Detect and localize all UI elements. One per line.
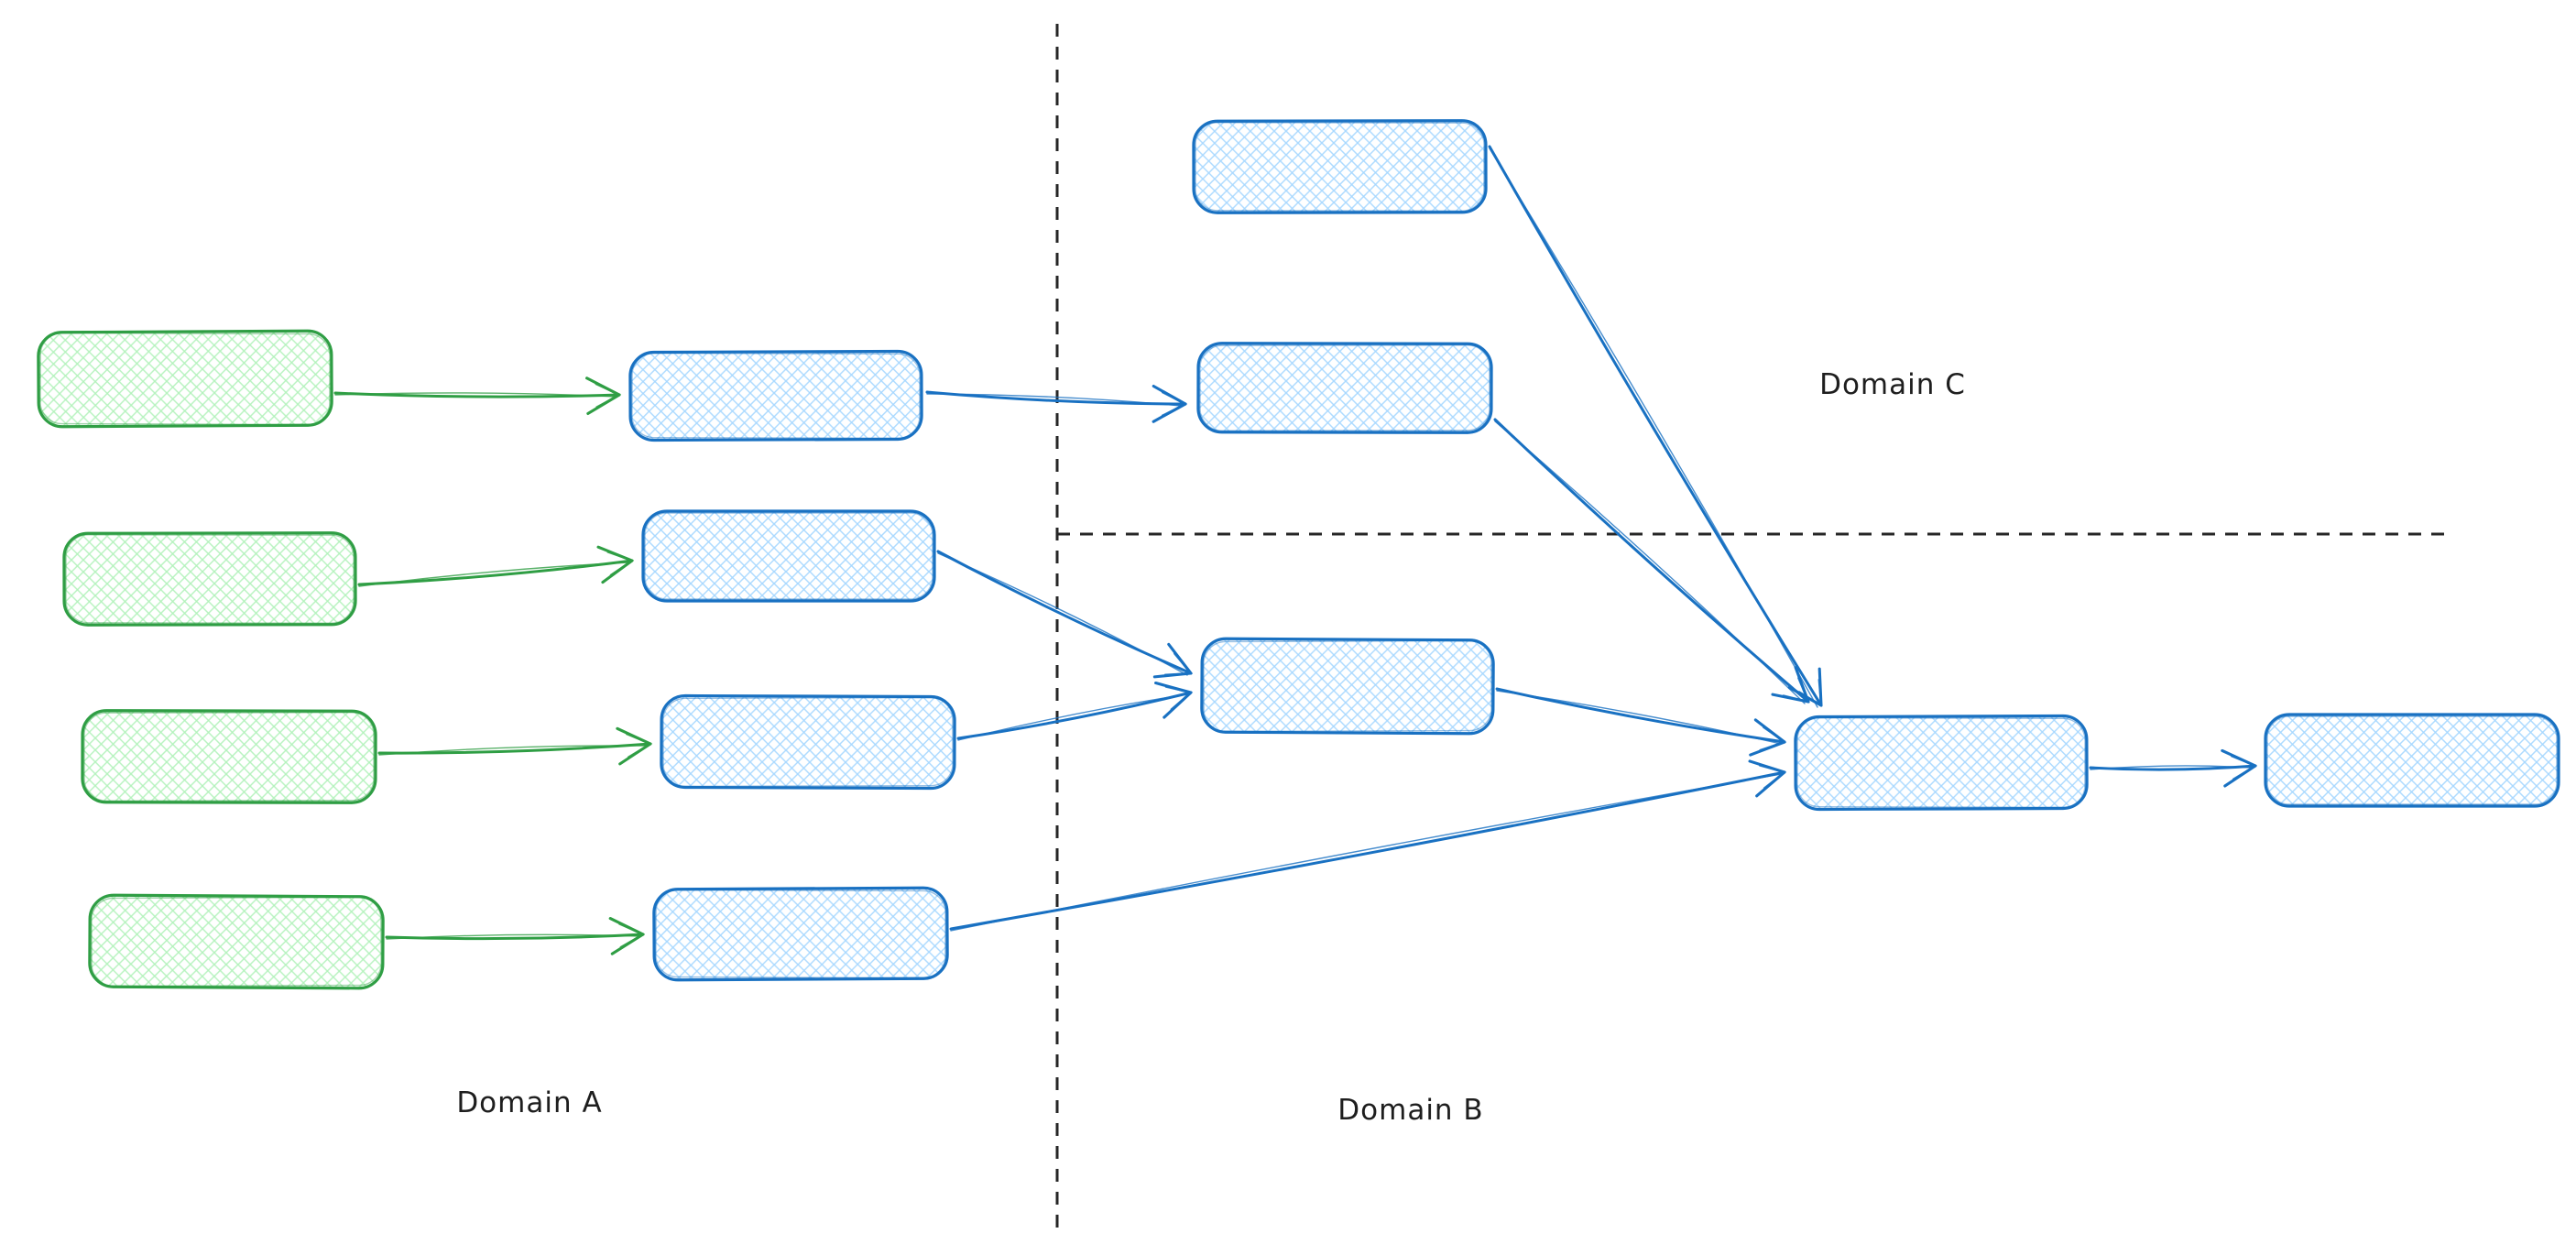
arrow-a2-to-m2: [357, 545, 635, 587]
node-box-sketch: [2266, 715, 2558, 805]
node-a2: [62, 531, 357, 627]
arrow-line-sketch: [950, 773, 1782, 932]
arrow-a3-to-m3: [377, 726, 653, 766]
node-c2: [1196, 342, 1493, 434]
arrow-a4-to-m4: [385, 917, 646, 955]
arrow-a1-to-m1: [333, 376, 622, 415]
label-domain-b: Domain B: [1337, 1094, 1483, 1127]
node-m1: [628, 349, 923, 442]
node-c1: [1192, 119, 1488, 214]
arrow-line: [956, 681, 1194, 740]
node-box-sketch: [1796, 716, 2086, 809]
node-m4: [652, 886, 949, 982]
node-box-sketch: [644, 512, 933, 600]
node-box: [652, 886, 949, 982]
node-box-sketch: [65, 534, 355, 624]
node-box-sketch: [1203, 639, 1492, 733]
node-box: [1192, 119, 1488, 214]
node-box: [62, 531, 357, 627]
node-box: [81, 709, 377, 804]
node-box: [2264, 713, 2560, 808]
arrow-line: [949, 759, 1787, 931]
arrow-line-sketch: [386, 933, 640, 940]
arrow-c2-to-hub: [1493, 418, 1810, 704]
diagram-edges: [333, 145, 2258, 955]
node-box-sketch: [39, 332, 331, 426]
node-a3: [81, 709, 377, 804]
node-box-sketch: [1199, 344, 1490, 431]
arrow-c1-to-hub: [1488, 145, 1823, 708]
arrow-line: [1493, 418, 1810, 704]
arrow-hub-to-out: [2089, 748, 2258, 788]
node-box-sketch: [655, 889, 946, 979]
arrow-line-sketch: [1494, 420, 1806, 704]
label-domain-a: Domain A: [456, 1086, 602, 1119]
arrow-line-sketch: [378, 745, 648, 756]
diagram-nodes: [37, 119, 2560, 990]
node-box: [88, 893, 385, 990]
arrow-line: [377, 726, 653, 766]
arrow-line-sketch: [358, 562, 629, 587]
domain-boundaries: [1055, 24, 2446, 1237]
label-domain-c: Domain C: [1819, 368, 1966, 401]
node-box-sketch: [83, 712, 375, 802]
domain-labels: Domain A Domain B Domain C: [456, 368, 1966, 1127]
arrow-line-sketch: [2090, 765, 2253, 770]
node-box: [641, 509, 936, 603]
arrow-line-sketch: [1489, 147, 1818, 708]
node-box: [628, 349, 923, 442]
node-box: [37, 329, 333, 429]
node-m3: [660, 693, 956, 791]
node-box: [1196, 342, 1493, 434]
node-b1: [1200, 637, 1495, 736]
arrow-b1-to-hub: [1495, 687, 1787, 757]
node-box-sketch: [631, 352, 921, 440]
node-box-sketch: [1195, 122, 1485, 212]
arrow-line-sketch: [334, 392, 617, 398]
arrow-m3-to-b1: [956, 681, 1194, 741]
node-box-sketch: [91, 896, 382, 988]
node-box: [1794, 714, 2089, 812]
arrow-m1-to-c2: [925, 384, 1188, 423]
arrow-line: [1488, 145, 1823, 707]
arrow-m2-to-b1: [936, 550, 1193, 679]
arrow-line-sketch: [957, 693, 1188, 741]
arrow-line-sketch: [1496, 690, 1782, 745]
node-box: [660, 693, 956, 791]
arrow-m4-to-hub: [949, 759, 1787, 932]
arrow-line: [357, 545, 635, 586]
node-a1: [37, 329, 333, 429]
node-hub: [1794, 714, 2089, 812]
arrow-line-sketch: [926, 393, 1183, 407]
node-box: [1200, 637, 1495, 736]
node-out: [2264, 713, 2560, 808]
node-m2: [641, 509, 936, 603]
node-box-sketch: [662, 696, 954, 788]
arrow-line-sketch: [937, 552, 1188, 676]
node-a4: [88, 893, 385, 990]
